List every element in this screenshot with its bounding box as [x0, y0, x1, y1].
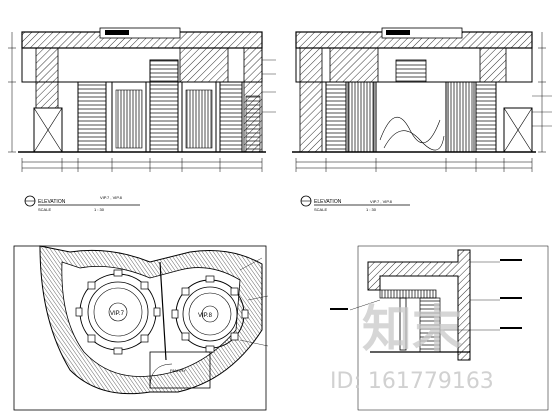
floor-plan: VIP.7 VIP.8 PANTRY — [13, 245, 269, 411]
elevation-left: ELEVATION VIP.7 , VIP.8 SCALE 1 : 30 — [8, 27, 276, 212]
elevation-left-scale-label: SCALE — [38, 207, 51, 212]
elevation-right-scale-value: 1 : 30 — [366, 207, 377, 212]
watermark: 知末 ID: 161779163 — [330, 300, 494, 394]
watermark-logo: 知末 — [362, 300, 462, 358]
plan-room-label-right: VIP.8 — [198, 313, 213, 319]
elevation-right: ELEVATION VIP.7 , VIP.8 SCALE 1 : 30 — [292, 27, 552, 212]
watermark-id: ID: 161779163 — [330, 369, 494, 394]
elevation-right-title: ELEVATION — [314, 199, 342, 205]
elevation-right-ref: VIP.7 , VIP.8 — [370, 199, 393, 204]
elevation-left-title: ELEVATION — [38, 199, 66, 205]
section-detail — [330, 245, 549, 411]
elevation-right-scale-label: SCALE — [314, 207, 327, 212]
plan-room-label-left: VIP.7 — [110, 311, 125, 317]
plan-pantry-label: PANTRY — [170, 368, 186, 373]
elevation-left-scale-value: 1 : 30 — [94, 207, 105, 212]
elevation-left-ref: VIP.7 , VIP.8 — [100, 195, 123, 200]
